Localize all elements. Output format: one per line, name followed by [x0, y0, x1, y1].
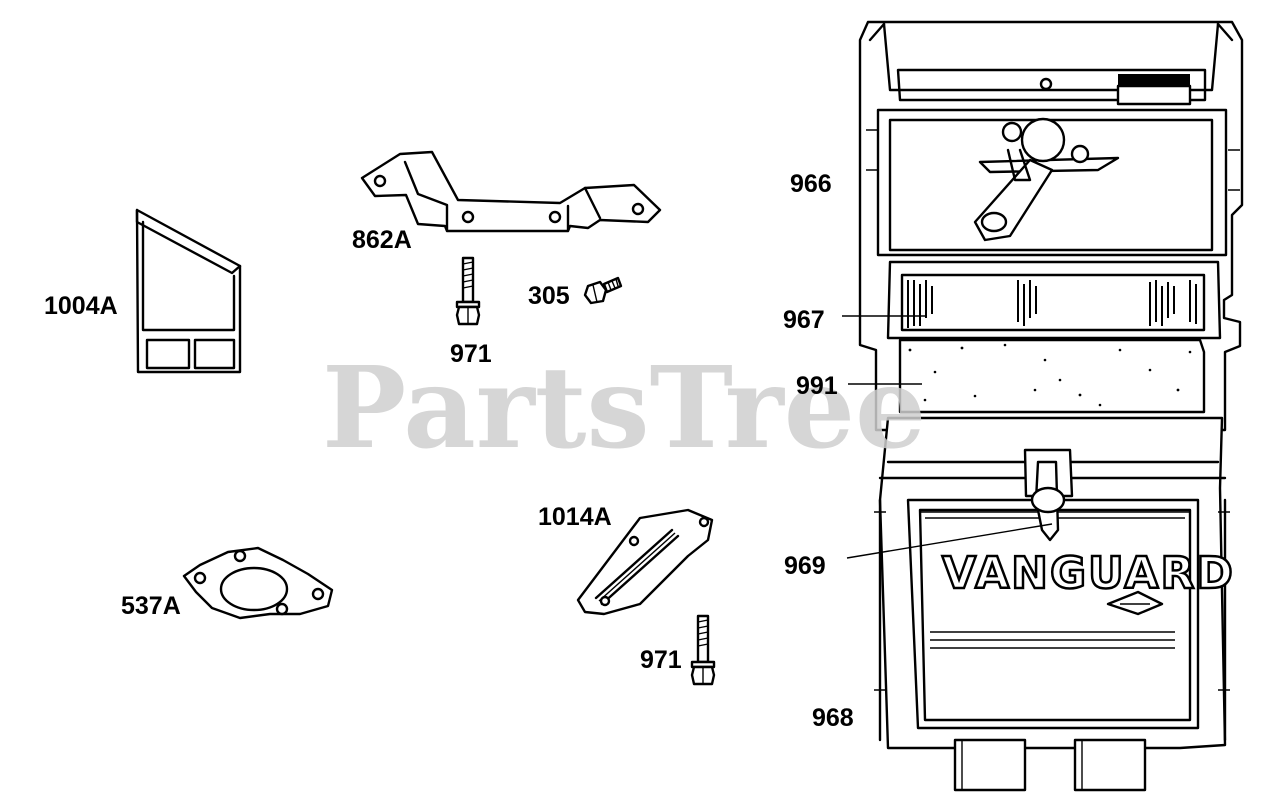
callout-991: 991	[796, 372, 838, 400]
callout-968: 968	[812, 704, 854, 732]
part-305-screw[interactable]	[583, 276, 623, 305]
brand-text: VANGUARD	[942, 548, 1235, 599]
callout-971-upper: 971	[450, 340, 492, 368]
callout-967: 967	[783, 306, 825, 334]
part-967-pre-cleaner[interactable]	[886, 260, 1222, 340]
watermark: PartsTree	[322, 343, 926, 474]
part-969-latch[interactable]	[1023, 448, 1074, 542]
callout-1004a: 1004A	[44, 292, 118, 320]
callout-969: 969	[784, 552, 826, 580]
leader-line-969	[846, 523, 1053, 559]
callout-1014a: 1014A	[538, 503, 612, 531]
callout-305: 305	[528, 282, 570, 310]
callout-537a: 537A	[121, 592, 181, 620]
part-862a-bracket[interactable]	[360, 150, 662, 233]
callout-971-lower: 971	[640, 646, 682, 674]
part-971-bolt-lower[interactable]	[690, 614, 716, 686]
part-1014a-plate[interactable]	[576, 508, 714, 616]
part-971-bolt-upper[interactable]	[455, 256, 481, 326]
part-991-filter[interactable]	[898, 338, 1206, 414]
callout-966: 966	[790, 170, 832, 198]
callout-862a: 862A	[352, 226, 412, 254]
part-968-cover[interactable]: VANGUARD	[874, 416, 1235, 792]
part-537a-gasket[interactable]	[182, 546, 334, 620]
part-1004a-deflector[interactable]	[135, 208, 242, 374]
